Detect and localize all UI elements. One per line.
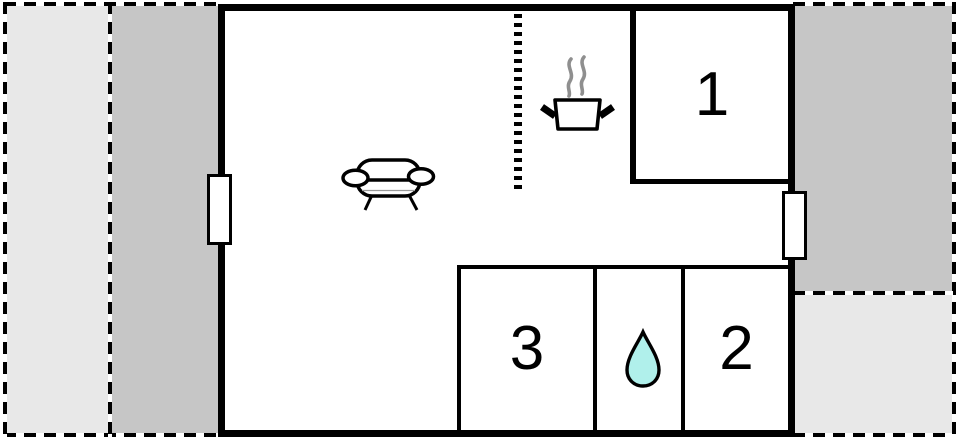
dwelling-outline xyxy=(218,4,795,437)
room-3-bathroom-wall xyxy=(593,265,597,432)
room-3-label: 3 xyxy=(509,313,545,383)
terrace-divider-left xyxy=(108,2,112,437)
terrace-boundary-top-right xyxy=(793,2,956,6)
room-1-label: 1 xyxy=(694,60,730,129)
terrace-divider-right xyxy=(793,291,956,295)
room-3-left-wall xyxy=(457,265,461,432)
terrace-boundary-left xyxy=(3,2,7,437)
terrace-boundary-right xyxy=(952,2,956,437)
terrace-left-outer xyxy=(5,4,109,437)
water-drop-icon xyxy=(622,328,664,390)
bottom-rooms-top-wall xyxy=(457,265,791,269)
door-right-icon xyxy=(782,191,807,260)
bathroom-room-2-wall xyxy=(681,265,685,432)
sofa-icon xyxy=(340,149,436,213)
dashed-room-divider xyxy=(514,14,522,191)
terrace-left-inner xyxy=(109,4,218,437)
terrace-right-upper xyxy=(795,4,954,293)
room-2-label: 2 xyxy=(719,313,754,383)
cooking-pot-icon xyxy=(538,52,618,134)
terrace-boundary-bottom-right xyxy=(793,433,956,437)
room-1-left-wall xyxy=(630,8,636,184)
door-left-icon xyxy=(207,174,232,245)
terrace-right-lower xyxy=(795,293,954,437)
steam-icon xyxy=(566,55,587,98)
room-1-bottom-wall xyxy=(630,179,792,184)
